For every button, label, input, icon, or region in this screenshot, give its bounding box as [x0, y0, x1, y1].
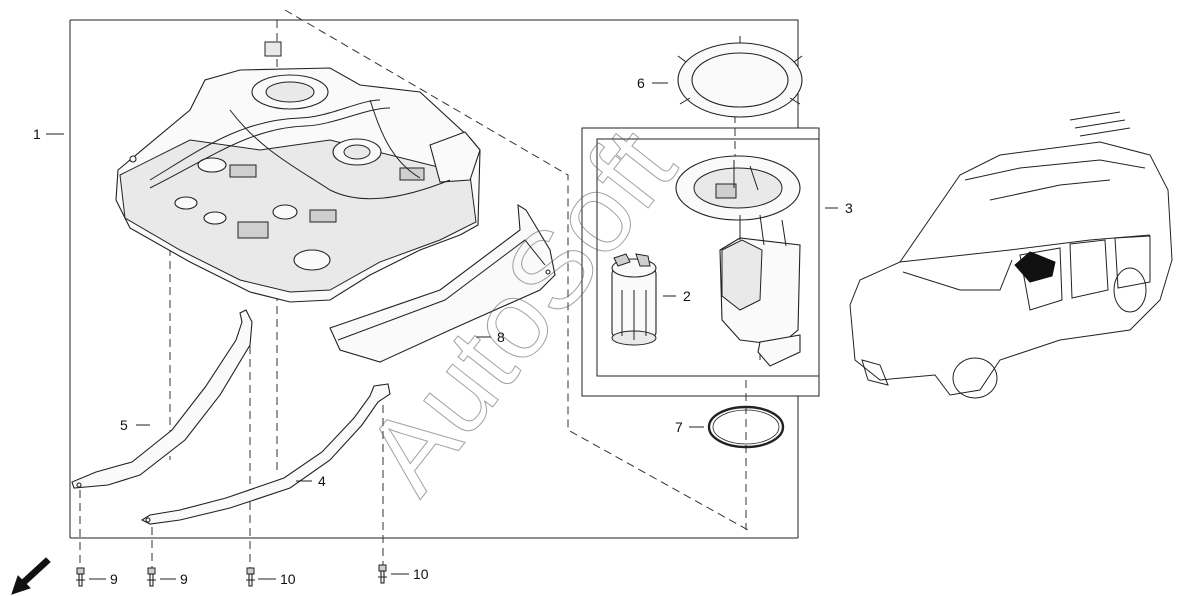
callout-2: 2	[683, 288, 691, 304]
callout-3: 3	[845, 200, 853, 216]
bolt-10b	[378, 564, 387, 584]
tank-strap-4	[140, 383, 391, 525]
fuel-pump-module	[675, 155, 801, 367]
callout-10b: 10	[413, 566, 429, 582]
callout-6: 6	[637, 75, 645, 91]
fuel-tank	[115, 41, 481, 303]
vehicle-locator-icon	[849, 111, 1173, 399]
callout-10a: 10	[280, 571, 296, 587]
callout-7: 7	[675, 419, 683, 435]
pump-inner-frame	[596, 138, 820, 377]
callout-9b: 9	[180, 571, 188, 587]
fuel-pump	[611, 253, 657, 346]
lock-ring	[677, 36, 803, 118]
front-direction-arrow-icon	[11, 557, 51, 595]
callout-8: 8	[497, 329, 505, 345]
tank-protector	[329, 203, 556, 363]
o-ring	[707, 405, 785, 449]
callout-4: 4	[318, 473, 326, 489]
bolt-9b	[147, 567, 156, 587]
leader-lines	[46, 82, 838, 580]
bolt-9a	[76, 567, 85, 587]
bolt-10a	[246, 567, 255, 587]
locator-highlight	[1014, 251, 1056, 283]
callout-1: 1	[33, 126, 41, 142]
callout-5: 5	[120, 417, 128, 433]
tank-strap-5	[71, 309, 253, 489]
callout-9a: 9	[110, 571, 118, 587]
